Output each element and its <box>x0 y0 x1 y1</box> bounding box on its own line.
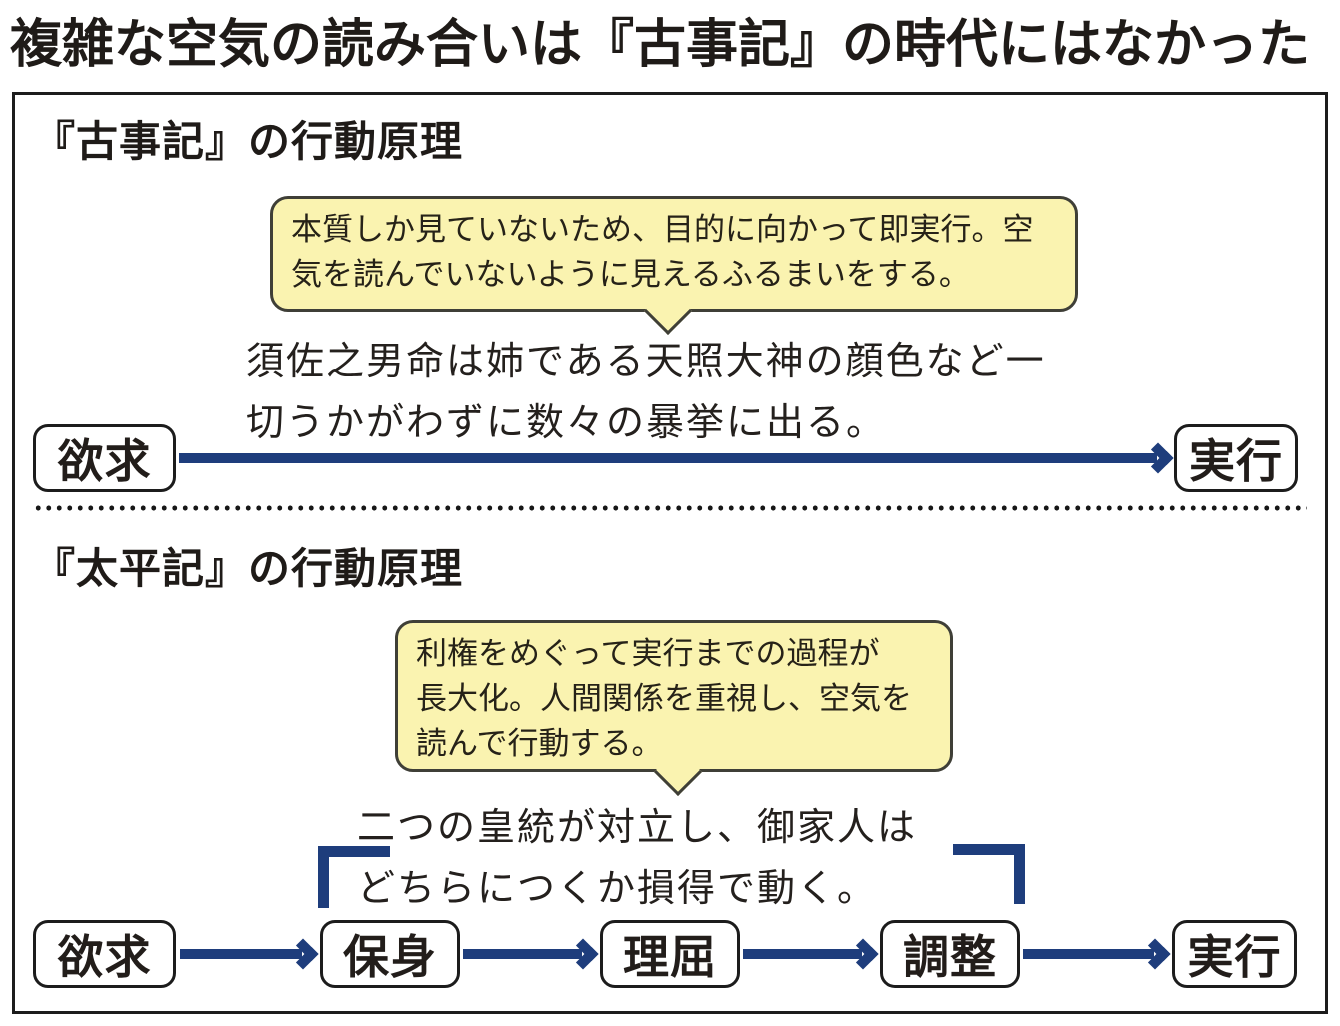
flow2-node-logic: 理屈 <box>600 920 740 988</box>
section-taiheiki-heading: 『太平記』の行動原理 <box>33 545 464 592</box>
flow2-arrow <box>463 932 599 976</box>
corner-bracket-left-icon <box>318 846 390 908</box>
arrowhead-icon <box>847 938 879 970</box>
flow2-node-adjustment: 調整 <box>880 920 1020 988</box>
arrow-shaft <box>743 949 862 959</box>
kojiki-description: 須佐之男命は姉である天照大神の顔色など一 切うかがわずに数々の暴挙に出る。 <box>246 341 1046 444</box>
flow2-node-desire: 欲求 <box>33 920 176 988</box>
arrowhead-icon <box>567 938 599 970</box>
taiheiki-description: 二つの皇統が対立し、御家人は どちらにつくか損得で動く。 <box>357 807 918 910</box>
kojiki-callout-text: 本質しか見ていないため、目的に向かって即実行。空 気を読んでいないように見えるふ… <box>291 212 1034 292</box>
flow2-node-execute: 実行 <box>1172 920 1297 988</box>
flow2-arrow <box>743 932 879 976</box>
arrowhead-icon <box>287 938 319 970</box>
flow1-node-execute: 実行 <box>1174 424 1298 492</box>
arrow-shaft <box>463 949 582 959</box>
flow1-arrow <box>179 436 1174 480</box>
arrow-shaft <box>1023 949 1154 959</box>
figure-title: 複雑な空気の読み合いは『古事記』の時代にはなかった <box>10 16 1311 74</box>
flow2-arrow <box>180 932 319 976</box>
arrow-shaft <box>179 453 1157 463</box>
flow2-arrow <box>1023 932 1171 976</box>
taiheiki-callout-bubble: 利権をめぐって実行までの過程が 長大化。人間関係を重視し、空気を 読んで行動する… <box>395 620 953 772</box>
dotted-divider <box>33 505 1307 511</box>
arrowhead-icon <box>1139 938 1171 970</box>
flow2-node-selfpreservation: 保身 <box>320 920 460 988</box>
arrow-shaft <box>180 949 302 959</box>
section-kojiki-heading: 『古事記』の行動原理 <box>33 118 464 165</box>
taiheiki-callout-text: 利権をめぐって実行までの過程が 長大化。人間関係を重視し、空気を 読んで行動する… <box>416 636 912 761</box>
flow1-node-desire: 欲求 <box>33 424 176 492</box>
corner-bracket-right-icon <box>953 844 1025 904</box>
arrowhead-icon <box>1142 442 1174 474</box>
